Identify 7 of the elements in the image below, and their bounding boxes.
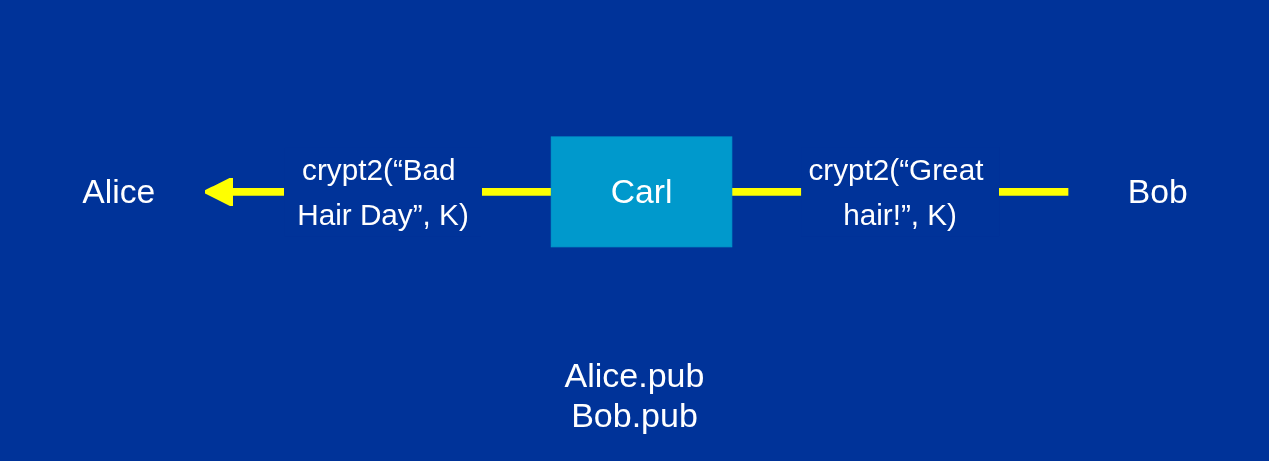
- node-text: Alice: [81, 172, 155, 210]
- edge-label: crypt2(“Bad Hair Day”, K): [296, 152, 469, 231]
- node-box: Carl: [550, 135, 732, 247]
- node-text: Bob: [1127, 172, 1188, 210]
- key-list-caption: Alice.pub: [564, 356, 705, 396]
- key-list-caption: Bob.pub: [571, 395, 698, 435]
- edge-label: crypt2(“Great hair!”, K): [807, 152, 983, 231]
